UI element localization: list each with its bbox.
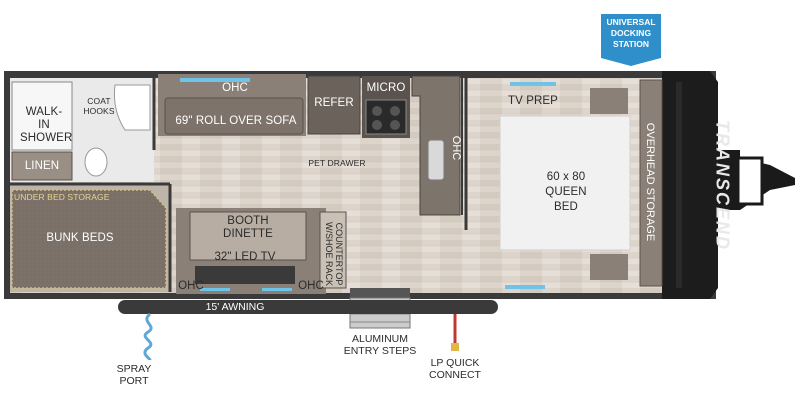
bunk-bed (11, 189, 167, 289)
ohc-sofa-label: OHC (222, 82, 248, 94)
linen-label: LINEN (24, 160, 60, 172)
overhead-storage (639, 79, 663, 287)
bedroom-window-light (505, 285, 545, 289)
pet-drawer-label: PET DRAWER (308, 158, 366, 168)
kitchen-sink (427, 139, 445, 181)
tv-prep-light (510, 82, 556, 86)
coat-hooks-label: COAT HOOKS (83, 96, 115, 116)
walk-in-shower-label: WALK-IN SHOWER (20, 106, 73, 144)
nightstand-bottom (590, 254, 628, 280)
lp-fitting (451, 343, 459, 351)
dinette-table (189, 211, 307, 261)
under-bed-storage-label: UNDER BED STORAGE (14, 192, 110, 202)
awning-label: 15' AWNING (205, 301, 265, 313)
booth-dinette-label: BOOTH DINETTE (223, 215, 273, 240)
awning (118, 300, 498, 314)
bunk-beds-label: BUNK BEDS (46, 232, 114, 244)
nightstand-top (590, 88, 628, 114)
toilet (84, 147, 108, 177)
overhead-storage-label: OVERHEAD STORAGE (644, 122, 656, 242)
queen-bed-label: 60 x 80 QUEEN BED (545, 171, 587, 213)
micro-label: MICRO (366, 82, 406, 94)
refrigerator (307, 75, 361, 135)
ohc-light-right (262, 288, 292, 291)
tv-prep-label: TV PREP (508, 95, 558, 107)
sofa-label: 69" ROLL OVER SOFA (175, 115, 297, 127)
spray-hose (143, 312, 153, 361)
bath-sink (114, 84, 151, 131)
countertop-shoe-rack (319, 211, 347, 289)
lp-quick-connect-label: LP QUICK CONNECT (429, 357, 481, 381)
universal-docking-station-badge: UNIVERSAL DOCKING STATION (606, 17, 656, 49)
stove (365, 99, 407, 135)
shower-stall (11, 81, 73, 151)
ohc-galley-label: OHC (450, 135, 462, 161)
ohc-sofa-light (180, 78, 250, 82)
entry-steps-label: ALUMINUM ENTRY STEPS (343, 333, 417, 357)
refer-label: REFER (314, 97, 354, 109)
ohc-left-label: OHC (178, 280, 204, 292)
ohc-right-label: OHC (298, 280, 324, 292)
ohc-light-left (200, 288, 230, 291)
linen-cabinet (11, 151, 73, 181)
tv-screen (195, 266, 295, 284)
led-tv-label: 32" LED TV (214, 251, 276, 263)
sofa (164, 97, 304, 135)
hitch-jack (736, 156, 764, 206)
front-cap-stripe (676, 82, 682, 288)
brand-logo: TRANSCEND (712, 119, 733, 251)
front-cap (662, 71, 718, 299)
spray-port-label: SPRAY PORT (116, 363, 152, 387)
countertop-label: COUNTERTOP W/SHOE RACK (324, 221, 344, 286)
docking-badge-shape (601, 14, 661, 66)
queen-bed (499, 115, 631, 251)
entry-door (350, 288, 410, 298)
